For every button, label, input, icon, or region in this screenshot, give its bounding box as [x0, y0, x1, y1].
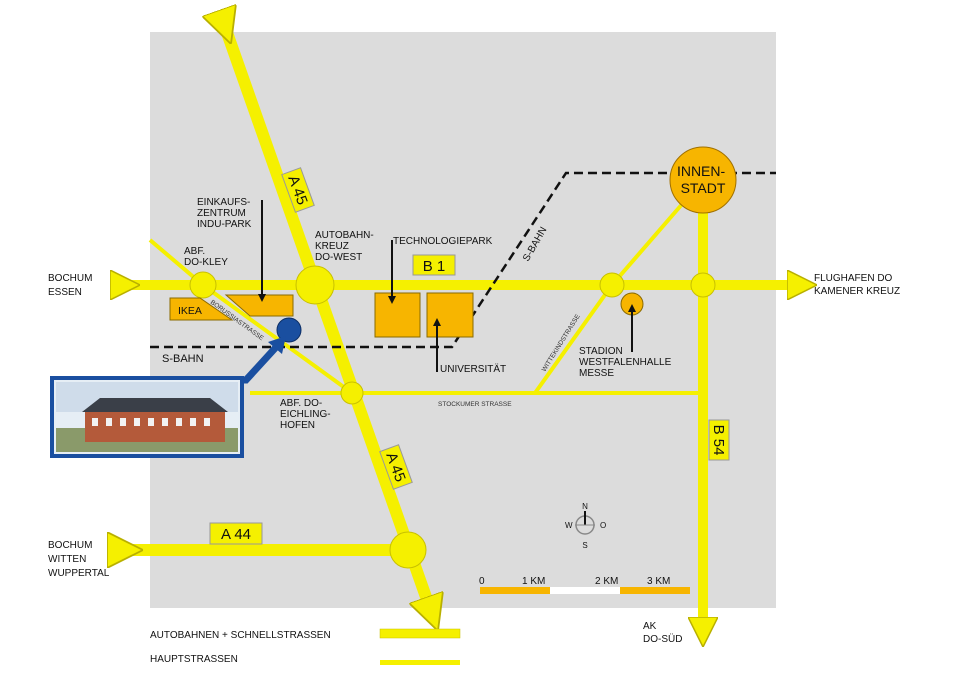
junction-eichlinghofen	[340, 381, 364, 405]
innenstadt-circle	[669, 146, 737, 214]
building-photo[interactable]	[50, 376, 244, 458]
svg-text:B 1: B 1	[423, 258, 446, 275]
junction-a44	[389, 531, 427, 569]
abf-do-kley-label: ABF. DO-KLEY	[184, 246, 228, 268]
compass-rose: N S W O	[565, 502, 606, 550]
destination-bochum-essen: BOCHUM ESSEN	[48, 273, 95, 298]
scale-bar: 0 1 KM 2 KM 3 KM	[479, 576, 690, 594]
technologiepark-label: TECHNOLOGIEPARK	[393, 236, 493, 247]
universitaet-building	[426, 292, 474, 338]
buildings	[169, 146, 737, 338]
svg-text:B 54: B 54	[710, 425, 727, 456]
destination-ak-do-sued: AK DO-SÜD	[643, 621, 682, 645]
stadion-label: STADION WESTFALENHALLE MESSE	[579, 346, 674, 379]
svg-text:1 KM: 1 KM	[522, 576, 545, 587]
road-label-a44: A 44	[209, 522, 263, 545]
location-arrow-head	[268, 336, 286, 354]
a45-road	[225, 27, 432, 614]
road-label-a45-south: A 45	[379, 444, 413, 490]
svg-text:A 44: A 44	[221, 526, 251, 543]
junction-kreuz-do-west	[295, 265, 335, 305]
legend-autobahnen-swatch	[379, 628, 461, 639]
s-bahn-label-left: S-BAHN	[162, 353, 204, 365]
svg-text:S: S	[582, 541, 587, 550]
indu-park-building	[224, 294, 294, 317]
einkaufszentrum-label: EINKAUFS- ZENTRUM INDU-PARK	[197, 197, 253, 230]
universitaet-label: UNIVERSITÄT	[440, 363, 506, 375]
abf-eichlinghofen-label: ABF. DO- EICHLING- HOFEN	[280, 398, 333, 431]
ikea-label: IKEA	[178, 305, 202, 317]
innenstadt-label: INNEN- STADT	[677, 163, 729, 196]
svg-text:O: O	[600, 521, 606, 530]
s-bahn-line	[150, 171, 776, 349]
legend: AUTOBAHNEN + SCHNELLSTRASSEN HAUPTSTRASS…	[150, 628, 461, 665]
legend-hauptstrassen-swatch	[380, 660, 460, 665]
junction-b54	[690, 272, 716, 298]
junction-wittekind	[599, 272, 625, 298]
legend-hauptstrassen-label: HAUPTSTRASSEN	[150, 654, 238, 665]
main-roads	[125, 27, 802, 632]
destination-bochum-witten: BOCHUM WITTEN WUPPERTAL	[48, 540, 110, 579]
svg-text:3 KM: 3 KM	[647, 576, 670, 587]
autobahnkreuz-label: AUTOBAHN- KREUZ DO-WEST	[315, 230, 377, 263]
pointer-arrows	[258, 200, 636, 372]
legend-autobahnen-label: AUTOBAHNEN + SCHNELLSTRASSEN	[150, 630, 331, 641]
ikea-building	[169, 297, 234, 321]
stockumer-strasse-label: STOCKUMER STRASSE	[438, 401, 512, 408]
technologiepark-building	[374, 292, 421, 338]
road-label-b54: B 54	[708, 419, 730, 461]
destination-flughafen: FLUGHAFEN DO KAMENER KREUZ	[814, 273, 900, 297]
svg-text:0: 0	[479, 576, 485, 587]
svg-text:2 KM: 2 KM	[595, 576, 618, 587]
junction-do-kley	[189, 271, 217, 299]
svg-text:W: W	[565, 521, 573, 530]
location-marker[interactable]	[276, 317, 302, 343]
svg-text:N: N	[582, 502, 588, 511]
road-label-b1: B 1	[412, 254, 456, 276]
junctions	[189, 265, 716, 569]
